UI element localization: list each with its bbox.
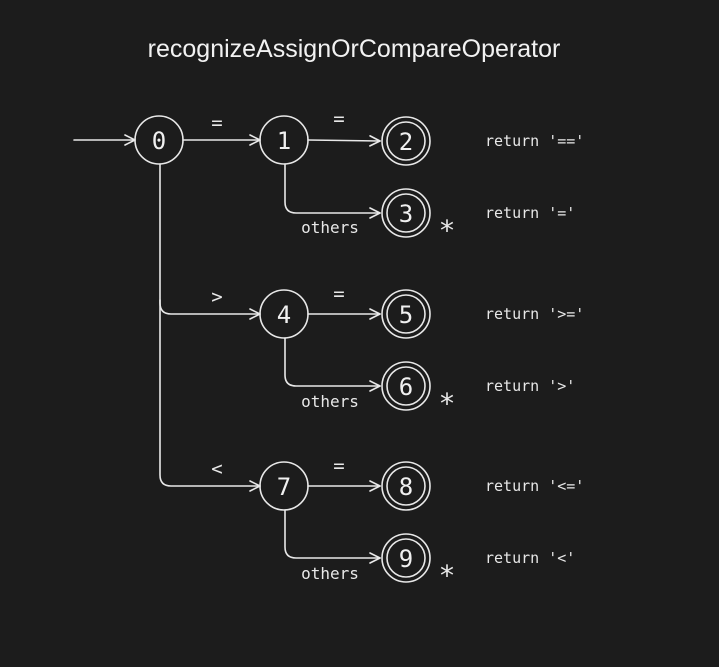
accepting-ring [386,366,426,406]
labels-layer: = = others > = others < = others return '==' retur… [211,108,584,583]
transition-label-1-2: = [333,108,344,130]
transition-arrow-1-3 [284,163,381,219]
state-circle [259,461,309,511]
retract-star: * [440,387,454,420]
action-label-6: return '>' [485,377,575,395]
accepting-ring [386,193,426,233]
action-label-8: return '<=' [485,477,584,495]
transition-label-0-7: < [211,458,222,480]
state-label: 9 [399,545,413,573]
state-circle [381,461,431,511]
state-label: 5 [399,301,413,329]
transition-label-7-9: others [301,564,359,583]
action-label-2: return '==' [485,132,584,150]
state-circle [381,289,431,339]
state-circle [381,116,431,166]
state-circle [134,115,184,165]
retract-star: * [440,559,454,592]
state-7: 7 [259,461,309,511]
state-2: 2 [381,116,431,166]
state-circle [381,533,431,583]
transition-arrow-4-6 [284,337,381,392]
transition-label-0-1: = [211,112,222,134]
state-label: 8 [399,473,413,501]
state-label: 4 [277,301,291,329]
action-label-3: return '=' [485,204,575,222]
state-5: 5 [381,289,431,339]
state-circle [259,115,309,165]
state-circle [259,289,309,339]
state-0: 0 [134,115,184,165]
state-9: 9* [381,533,454,592]
accepting-ring [386,538,426,578]
accepting-ring [386,466,426,506]
state-label: 0 [152,127,166,155]
transition-arrow-7-9 [284,509,381,564]
state-1: 1 [259,115,309,165]
action-label-5: return '>=' [485,305,584,323]
state-label: 2 [399,128,413,156]
state-3: 3* [381,188,454,247]
action-label-9: return '<' [485,549,575,567]
transition-label-4-6: others [301,392,359,411]
diagram-title: recognizeAssignOrCompareOperator [148,35,561,63]
accepting-ring [386,121,426,161]
transition-label-4-5: = [333,283,344,305]
state-label: 6 [399,373,413,401]
retract-star: * [440,214,454,247]
transitions-layer [73,134,381,564]
state-8: 8 [381,461,431,511]
transition-arrow-0-7 [159,299,261,492]
transition-label-7-8: = [333,455,344,477]
state-circle [381,188,431,238]
accepting-ring [386,294,426,334]
state-label: 3 [399,200,413,228]
state-4: 4 [259,289,309,339]
transition-arrow-1-2 [307,135,381,147]
transition-label-0-4: > [211,286,222,308]
state-6: 6* [381,361,454,420]
transition-arrow-0-4 [159,163,261,320]
state-label: 1 [277,127,291,155]
state-circle [381,361,431,411]
state-label: 7 [277,473,291,501]
transition-label-1-3: others [301,218,359,237]
